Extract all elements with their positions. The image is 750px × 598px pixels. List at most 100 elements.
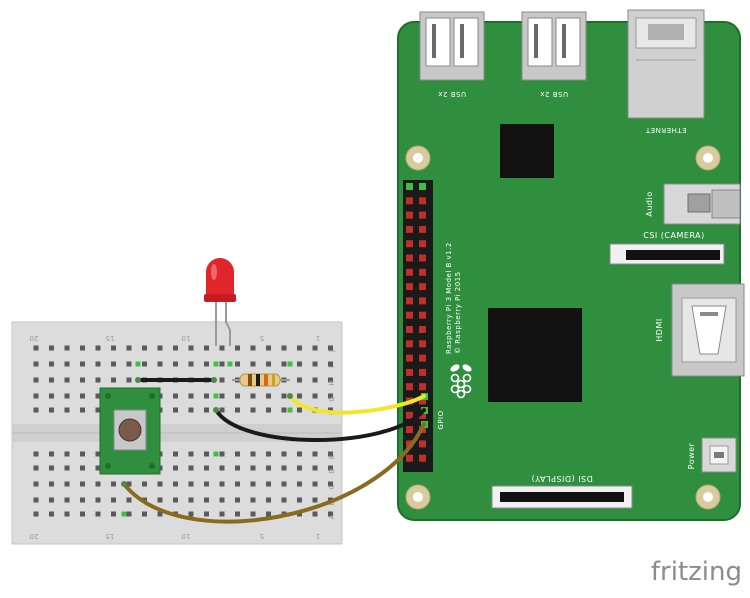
breadboard-row-letter: D [328, 468, 336, 473]
gpio-pin [406, 297, 413, 305]
breadboard-hole [328, 377, 333, 383]
breadboard-hole [95, 393, 101, 399]
breadboard-hole [188, 465, 194, 471]
wire-endpoints [121, 377, 293, 487]
breadboard-hole [157, 345, 163, 351]
resistor [232, 373, 290, 387]
breadboard-hole [281, 407, 287, 413]
breadboard-hole [157, 481, 163, 487]
breadboard-hole [235, 465, 240, 471]
breadboard-hole [80, 465, 85, 471]
breadboard-hole [250, 345, 256, 351]
breadboard-hole [80, 407, 85, 413]
breadboard-hole [126, 361, 132, 367]
breadboard-hole [204, 497, 209, 503]
led [204, 258, 236, 346]
gpio-pin [406, 411, 413, 419]
breadboard-hole [49, 377, 54, 383]
gpio-pin [419, 411, 426, 419]
breadboard-hole [49, 361, 54, 367]
breadboard-hole [250, 407, 256, 413]
gpio-pin [406, 268, 413, 276]
breadboard-hole [33, 407, 39, 413]
breadboard-hole [64, 497, 70, 503]
breadboard-hole [235, 345, 240, 351]
breadboard-hole [126, 481, 132, 487]
lan-chip [500, 124, 554, 178]
gpio-pin [419, 240, 426, 248]
mounting-hole-bottom-left [405, 484, 431, 510]
breadboard-hole [281, 465, 287, 471]
breadboard-hole [312, 497, 318, 503]
breadboard-hole [250, 393, 256, 399]
breadboard-hole [204, 481, 209, 487]
breadboard-hole [173, 393, 178, 399]
breadboard-hole [142, 481, 147, 487]
breadboard-hole [49, 345, 54, 351]
breadboard-hole [266, 451, 271, 457]
breadboard-hole [95, 465, 101, 471]
gpio-pin [406, 311, 413, 319]
breadboard-hole [219, 465, 225, 471]
breadboard-hole [328, 481, 333, 487]
breadboard-hole [219, 497, 225, 503]
breadboard-col-number: 5 [260, 334, 264, 342]
breadboard-hole [281, 361, 287, 367]
breadboard-hole-active [213, 361, 219, 367]
breadboard-hole [312, 377, 318, 383]
gpio-pin [419, 197, 426, 205]
breadboard-hole [111, 481, 116, 487]
breadboard-hole-active [213, 393, 219, 399]
breadboard-hole [188, 407, 194, 413]
breadboard-hole [204, 345, 209, 351]
mounting-hole-bottom-right [695, 484, 721, 510]
breadboard-col-number: 10 [182, 532, 191, 540]
ethernet-port [627, 9, 705, 119]
gpio-pin [419, 397, 426, 405]
breadboard-hole [297, 497, 302, 503]
breadboard-hole [126, 377, 132, 383]
breadboard-hole [64, 511, 70, 517]
breadboard-hole [80, 377, 85, 383]
breadboard-hole [64, 361, 70, 367]
gpio-pin [419, 368, 426, 376]
gpio-pin [419, 225, 426, 233]
breadboard-hole [64, 393, 70, 399]
csi-label: CSI (CAMERA) [643, 231, 705, 240]
breadboard-hole [219, 393, 225, 399]
breadboard-hole [173, 345, 178, 351]
gpio-pin [406, 225, 413, 233]
gpio-pin [406, 211, 413, 219]
breadboard-col-number: 20 [30, 532, 39, 540]
breadboard-hole [235, 393, 240, 399]
breadboard-hole [297, 451, 302, 457]
breadboard-hole [49, 407, 54, 413]
breadboard-hole [64, 465, 70, 471]
gpio-pin [406, 368, 413, 376]
breadboard-hole [80, 345, 85, 351]
breadboard-hole [95, 361, 101, 367]
ethernet-label: ETHERNET [645, 126, 686, 134]
breadboard-hole [281, 481, 287, 487]
breadboard-hole [95, 407, 101, 413]
gpio-label: GPIO [437, 410, 445, 429]
breadboard-hole [33, 345, 39, 351]
breadboard-hole-active [287, 407, 293, 413]
breadboard-hole [49, 451, 54, 457]
breadboard-hole [266, 345, 271, 351]
wire-brown [122, 422, 426, 524]
breadboard-hole [281, 345, 287, 351]
breadboard-hole [173, 407, 178, 413]
breadboard-hole [312, 361, 318, 367]
breadboard-hole [204, 451, 209, 457]
breadboard-hole [95, 497, 101, 503]
breadboard-row-letter: I [328, 366, 336, 368]
gpio-pin [419, 268, 426, 276]
breadboard-hole [297, 393, 302, 399]
breadboard-col-number: 5 [260, 532, 264, 540]
breadboard-hole [188, 451, 194, 457]
